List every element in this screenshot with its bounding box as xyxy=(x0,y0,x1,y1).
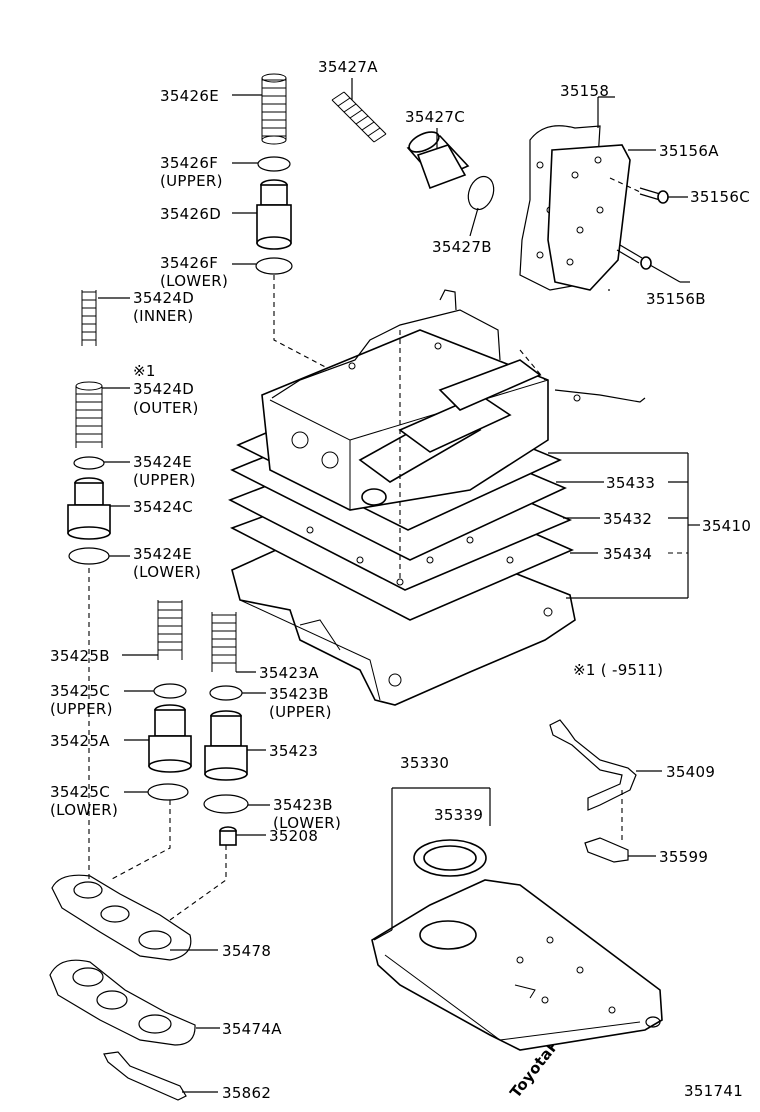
part-35423B-lower-ring xyxy=(203,794,249,814)
part-35156A-cover-plate xyxy=(547,144,631,291)
label-35425A: 35425A xyxy=(50,732,110,750)
label-35423B-lower: 35423B xyxy=(273,796,333,814)
label-35156B: 35156B xyxy=(646,290,706,308)
label-35423: 35423 xyxy=(269,742,318,760)
label-35410: 35410 xyxy=(702,517,751,535)
part-35330-oil-pan xyxy=(371,879,663,1051)
label-35427B: 35427B xyxy=(432,238,492,256)
label-35427C: 35427C xyxy=(405,108,465,126)
label-35426F-upper-sub: (UPPER) xyxy=(160,172,223,190)
part-35425A-plug xyxy=(148,704,192,773)
label-35424D-inner-sub: (INNER) xyxy=(133,307,194,325)
label-35423B-upper-sub: (UPPER) xyxy=(269,703,332,721)
label-35432: 35432 xyxy=(603,510,652,528)
label-35478: 35478 xyxy=(222,942,271,960)
label-35425C-upper: 35425C xyxy=(50,682,110,700)
part-35424E-lower-ring xyxy=(68,547,110,565)
label-35424E-upper-sub: (UPPER) xyxy=(133,471,196,489)
diagram-id: 351741 xyxy=(684,1082,743,1100)
part-35208-small-plug xyxy=(219,826,237,846)
label-35423A: 35423A xyxy=(259,664,319,682)
part-35409-detent-spring xyxy=(549,719,637,811)
label-35426D: 35426D xyxy=(160,205,221,223)
label-35156A: 35156A xyxy=(659,142,719,160)
part-35862-clip xyxy=(103,1051,187,1101)
label-35424D-outer-mark: ※1 xyxy=(133,362,156,380)
label-35425C-upper-sub: (UPPER) xyxy=(50,700,113,718)
label-35425C-lower-sub: (LOWER) xyxy=(50,801,118,819)
leader-lines xyxy=(98,78,700,1093)
part-35425C-lower-ring xyxy=(147,783,189,801)
part-35426F-lower-ring xyxy=(255,257,293,275)
part-35427C-valve xyxy=(406,131,470,190)
part-35426D-plug xyxy=(256,179,292,250)
part-35339-filter-ring xyxy=(413,839,487,877)
valve-body-assembly-35410 xyxy=(228,289,646,706)
part-35424E-upper-ring xyxy=(73,456,105,470)
label-35426F-upper: 35426F xyxy=(160,154,218,172)
label-35425B: 35425B xyxy=(50,647,110,665)
label-35156C: 35156C xyxy=(690,188,750,206)
label-35433: 35433 xyxy=(606,474,655,492)
part-35599-plate xyxy=(584,837,629,863)
label-35424E-lower-sub: (LOWER) xyxy=(133,563,201,581)
label-35424D-outer: 35424D xyxy=(133,380,194,398)
label-35426E: 35426E xyxy=(160,87,219,105)
label-35424D-inner: 35424D xyxy=(133,289,194,307)
label-35339: 35339 xyxy=(434,806,483,824)
part-35425C-upper-ring xyxy=(153,683,187,699)
label-35425C-lower: 35425C xyxy=(50,783,110,801)
part-35423-plug xyxy=(204,710,248,781)
part-35474A-plate xyxy=(49,959,196,1046)
label-35862: 35862 xyxy=(222,1084,271,1102)
part-35427B-ring xyxy=(467,175,495,211)
label-35434: 35434 xyxy=(603,545,652,563)
label-35409: 35409 xyxy=(666,763,715,781)
part-35424D-inner-spring xyxy=(81,290,97,346)
label-35424E-upper: 35424E xyxy=(133,453,192,471)
label-35424D-outer-sub: (OUTER) xyxy=(133,399,199,417)
label-35426F-lower-sub: (LOWER) xyxy=(160,272,228,290)
label-35423B-lower-sub: (LOWER) xyxy=(273,814,341,832)
part-35424C-plug xyxy=(67,477,111,540)
label-35599: 35599 xyxy=(659,848,708,866)
part-labels: 35426E 35426F (UPPER) 35426D 35426F (LOW… xyxy=(50,58,751,1102)
part-35156C-bolt xyxy=(639,187,669,204)
label-35424C: 35424C xyxy=(133,498,193,516)
label-35423B-upper: 35423B xyxy=(269,685,329,703)
label-35424E-lower: 35424E xyxy=(133,545,192,563)
label-35474A: 35474A xyxy=(222,1020,282,1038)
label-35427A: 35427A xyxy=(318,58,378,76)
part-35423B-upper-ring xyxy=(209,685,243,701)
label-35158: 35158 xyxy=(560,82,609,100)
part-35427A-spring xyxy=(331,91,387,143)
label-35208: 35208 xyxy=(269,827,318,845)
label-35330: 35330 xyxy=(400,754,449,772)
part-35426F-upper-ring xyxy=(257,156,291,172)
part-35425B-spring xyxy=(157,600,183,660)
part-35424D-outer-spring xyxy=(75,381,103,448)
part-35426E-spring xyxy=(261,73,287,145)
label-35426F-lower: 35426F xyxy=(160,254,218,272)
part-35478-gasket xyxy=(51,874,192,961)
label-note-9511: ※1 ( -9511) xyxy=(573,661,663,679)
part-35156B-bolt xyxy=(616,244,652,270)
part-35423A-spring xyxy=(211,612,237,672)
